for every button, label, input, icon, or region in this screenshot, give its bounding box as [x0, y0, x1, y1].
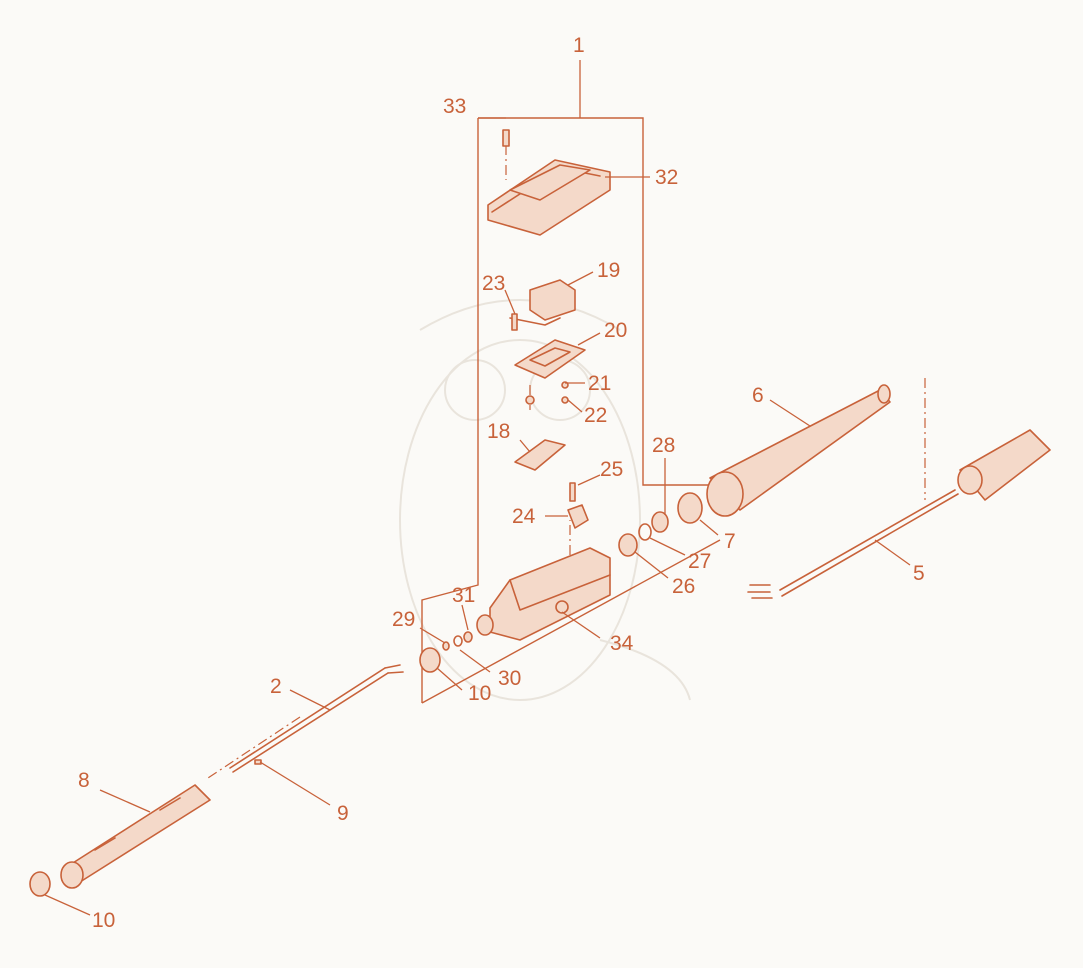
clamp-24: [567, 504, 589, 529]
callout-31: 31: [452, 584, 475, 607]
callout-23: 23: [482, 272, 505, 295]
washer-22: [561, 396, 569, 404]
relay-19: [509, 279, 576, 326]
callout-10-lower: 10: [92, 909, 115, 932]
ring-27: [638, 523, 652, 541]
leader-lines: [44, 117, 911, 916]
nut-26: [618, 533, 638, 557]
callout-21: 21: [588, 372, 611, 395]
tube-8: [60, 784, 211, 889]
plug-cable-5: [747, 429, 1051, 599]
plate-20: [514, 339, 586, 379]
callout-25: 25: [600, 458, 623, 481]
callout-27: 27: [688, 550, 711, 573]
callout-6: 6: [752, 384, 764, 407]
callout-2: 2: [270, 675, 282, 698]
callout-18: 18: [487, 420, 510, 443]
callout-5: 5: [913, 562, 925, 585]
ring-10-upper: [419, 647, 441, 673]
axis-line: [204, 145, 926, 781]
sleeve-6: [706, 384, 891, 517]
callout-28: 28: [652, 434, 675, 457]
callouts: 1 33 32 19 23 20 21 22 18 6 28 25 24 7 2…: [78, 34, 925, 932]
ring-7: [677, 492, 703, 524]
callout-20: 20: [604, 319, 627, 342]
callout-7: 7: [724, 530, 736, 553]
part-30: [453, 635, 463, 647]
screw-33: [502, 129, 510, 147]
part-29: [442, 641, 450, 651]
callout-33: 33: [443, 95, 466, 118]
watermark-mascot: [399, 299, 691, 701]
callout-26: 26: [672, 575, 695, 598]
housing-34: [476, 547, 611, 641]
nut-28: [651, 511, 669, 533]
cable-2: [229, 664, 404, 773]
screw-25: [569, 482, 576, 502]
callout-30: 30: [498, 667, 521, 690]
callout-9: 9: [337, 802, 349, 825]
callout-24: 24: [512, 505, 536, 528]
callout-32: 32: [655, 166, 678, 189]
callout-19: 19: [597, 259, 620, 282]
callout-1: 1: [573, 34, 585, 57]
callout-34: 34: [610, 632, 634, 655]
callout-29: 29: [392, 608, 415, 631]
callout-22: 22: [584, 404, 607, 427]
callout-8: 8: [78, 769, 90, 792]
screw-head: [525, 395, 535, 405]
gasket-18: [514, 439, 566, 471]
screw-23: [511, 313, 518, 331]
part-31: [463, 631, 473, 643]
ring-10-lower: [29, 871, 51, 897]
top-cover-32: [487, 159, 611, 236]
callout-10-upper: 10: [468, 682, 491, 705]
